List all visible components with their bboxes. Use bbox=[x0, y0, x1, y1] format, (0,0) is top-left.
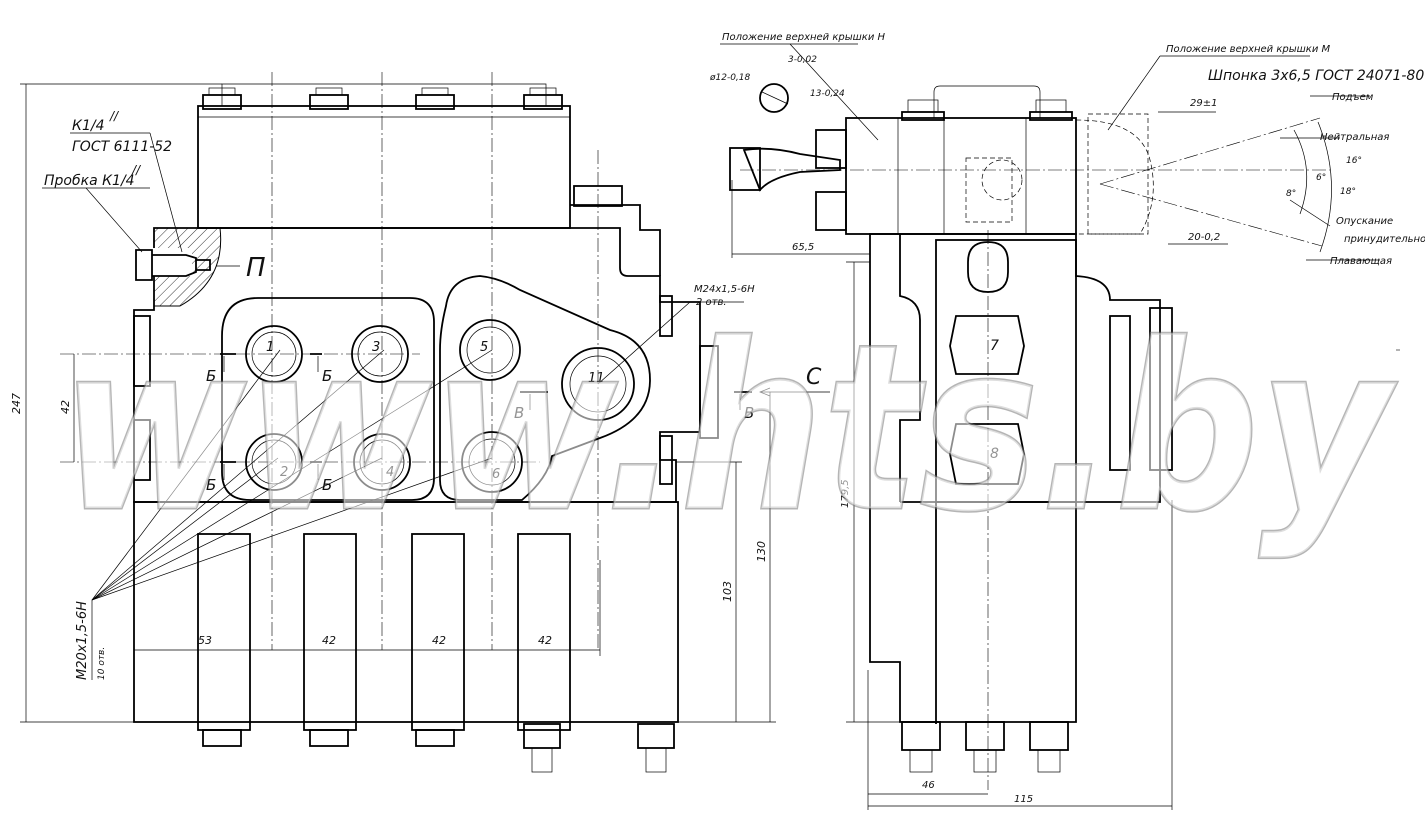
front-view: 1 2 3 4 5 6 11 Б Б Б Б В В bbox=[60, 72, 830, 773]
label-gost6111: ГОСТ 6111-52 bbox=[72, 139, 172, 155]
label-pos-forced: принудительное bbox=[1344, 234, 1425, 245]
watermark-text: www.hts.by bbox=[60, 296, 1398, 563]
dim-3: 3-0,02 bbox=[788, 55, 817, 65]
dim-42-c: 42 bbox=[538, 634, 552, 647]
label-pos-neutral: Нейтральная bbox=[1320, 132, 1389, 143]
dim-6: 6° bbox=[1316, 173, 1326, 183]
section-b-3: Б bbox=[206, 476, 216, 494]
label-m20: М20х1,5-6Н bbox=[75, 601, 90, 680]
label-pos-float: Плавающая bbox=[1330, 256, 1392, 267]
dim-29: 29±1 bbox=[1190, 98, 1217, 109]
dim-8: 8° bbox=[1286, 189, 1296, 199]
section-contour-left bbox=[221, 297, 435, 501]
section-v-1: В bbox=[514, 404, 524, 422]
port-8-label: 8 bbox=[990, 446, 999, 462]
label-m24-count: 2 отв. bbox=[696, 297, 727, 308]
side-dimensions bbox=[720, 43, 1380, 810]
label-pos-top-m: Положение верхней крышки М bbox=[1166, 44, 1331, 55]
label-m20-count: 10 отв. bbox=[97, 647, 107, 680]
leaders-left bbox=[42, 132, 744, 680]
control-lever bbox=[742, 147, 841, 192]
dim-130: 130 bbox=[755, 541, 768, 562]
port-3-label: 3 bbox=[372, 340, 380, 355]
label-k14-mark: // bbox=[109, 109, 120, 123]
section-v-2: В bbox=[744, 404, 754, 422]
dim-103: 103 bbox=[721, 581, 734, 602]
dim-13: 13-0,24 bbox=[810, 89, 845, 99]
nut-top bbox=[967, 241, 1009, 293]
dim-42-a: 42 bbox=[322, 634, 336, 647]
port-p-label: П bbox=[246, 253, 266, 283]
section-b-1: Б bbox=[206, 367, 216, 385]
port-c-label: С bbox=[806, 365, 822, 390]
nut-8 bbox=[949, 423, 1025, 485]
section-b-2: Б bbox=[322, 367, 332, 385]
nut-7 bbox=[949, 315, 1025, 375]
port-2-label: 2 bbox=[280, 465, 288, 480]
side-head bbox=[845, 117, 1077, 235]
port-5-label: 5 bbox=[480, 340, 488, 355]
port-4-label: 4 bbox=[386, 465, 394, 480]
dim-65: 65,5 bbox=[792, 242, 814, 253]
dim-46: 46 bbox=[922, 780, 935, 791]
dim-42-vert: 42 bbox=[59, 400, 72, 414]
dim-20: 20-0,2 bbox=[1188, 232, 1220, 243]
cover-handle bbox=[221, 83, 547, 106]
port-6-label: 6 bbox=[492, 467, 500, 482]
dim-dia12: ø12-0,18 bbox=[709, 73, 751, 83]
label-shponka: Шпонка 3х6,5 ГОСТ 24071-80 bbox=[1208, 68, 1424, 84]
port-1-label: 1 bbox=[266, 340, 274, 355]
dim-115: 115 bbox=[1014, 794, 1033, 805]
section-contour-right bbox=[439, 275, 651, 501]
dim-53: 53 bbox=[198, 634, 212, 647]
label-m24: М24х1,5-6Н bbox=[694, 284, 755, 295]
label-pos-up: Подъем bbox=[1332, 92, 1374, 103]
label-pos-top-h: Положение верхней крышки Н bbox=[722, 32, 886, 43]
label-k14: К1/4 bbox=[72, 118, 104, 134]
dim-18: 18° bbox=[1340, 187, 1356, 197]
cover-bolts bbox=[202, 87, 563, 110]
label-probka-mark: // bbox=[131, 163, 142, 177]
dim-247: 247 bbox=[10, 393, 23, 414]
label-probka: Пробка К1/4 bbox=[44, 173, 135, 189]
top-cover bbox=[197, 105, 571, 229]
side-view: 7 8 bbox=[729, 83, 1400, 790]
dim-16: 16° bbox=[1346, 156, 1362, 166]
side-body bbox=[869, 233, 1161, 723]
port-7-label: 7 bbox=[990, 338, 999, 354]
dim-179: 179,5 bbox=[840, 479, 851, 508]
plug-k14 bbox=[135, 249, 211, 281]
dim-42-b: 42 bbox=[432, 634, 446, 647]
bottom-bolts bbox=[202, 723, 675, 773]
label-pos-down: Опускание bbox=[1336, 216, 1393, 227]
front-dimensions bbox=[20, 83, 776, 723]
